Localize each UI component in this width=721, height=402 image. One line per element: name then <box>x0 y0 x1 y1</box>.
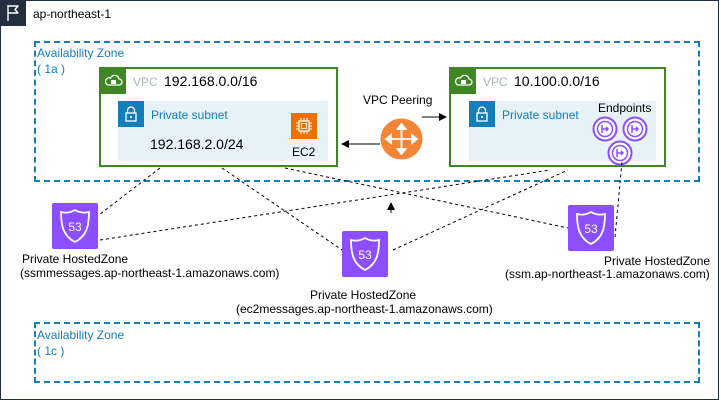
vpc-left-cidr: 192.168.0.0/16 <box>164 73 258 89</box>
zone-ec2messages-domain: (ec2messages.ap-northeast-1.amazonaws.co… <box>236 302 493 316</box>
zone-ssmmessages-domain: (ssmmessages.ap-northeast-1.amazonaws.co… <box>20 266 280 280</box>
vpc-right-label: VPC <box>483 75 508 89</box>
vpc-cloud-icon <box>450 68 476 94</box>
endpoints-label: Endpoints <box>598 101 652 115</box>
zone-ssmmessages-icon-text: 53 <box>68 220 82 234</box>
vpc-right-cidr: 10.100.0.0/16 <box>514 73 600 89</box>
az-1c-name: Availability Zone <box>37 328 125 342</box>
route53-hosted-zone-icon: 53 <box>342 231 388 277</box>
route53-hosted-zone-icon: 53 <box>568 205 614 251</box>
lock-icon <box>118 101 144 127</box>
az-1c-id: ( 1c ) <box>37 344 65 358</box>
az-1a-id: ( 1a ) <box>37 62 66 76</box>
assoc-line <box>392 169 569 251</box>
vpc-peering-icon <box>380 118 423 160</box>
assoc-line <box>614 161 623 238</box>
route53-hosted-zone-icon: 53 <box>52 203 98 249</box>
zone-ec2messages-title: Private HostedZone <box>310 288 417 302</box>
availability-zone-1a <box>34 41 700 182</box>
private-subnet-right-title: Private subnet <box>502 108 579 122</box>
endpoint-icon <box>592 116 618 142</box>
vpc-peering-label: VPC Peering <box>363 93 433 107</box>
zone-ssm-icon-text: 53 <box>584 222 598 236</box>
availability-zone-1c <box>34 322 700 383</box>
assoc-line <box>284 167 569 229</box>
private-subnet-left-cidr: 192.168.2.0/24 <box>150 136 244 152</box>
az-1a-name: Availability Zone <box>37 46 125 60</box>
endpoint-icon <box>607 140 633 166</box>
zone-ssmmessages-title: Private HostedZone <box>22 252 129 266</box>
assoc-line <box>221 167 343 251</box>
private-subnet-left-title: Private subnet <box>151 108 228 122</box>
lock-icon <box>469 101 495 127</box>
endpoint-icon <box>622 116 648 142</box>
ec2-icon <box>291 113 317 139</box>
assoc-line <box>94 167 161 219</box>
vpc-left-label: VPC <box>133 75 158 89</box>
ec2-label: EC2 <box>292 145 316 159</box>
flag-icon <box>0 0 26 26</box>
vpc-cloud-icon <box>100 68 126 94</box>
assoc-line <box>99 169 551 241</box>
zone-ssm-domain: (ssm.ap-northeast-1.amazonaws.com) <box>505 267 710 281</box>
region-title: ap-northeast-1 <box>33 7 112 21</box>
zone-ssm-title: Private HostedZone <box>604 254 711 268</box>
zone-ec2messages-icon-text: 53 <box>358 248 372 262</box>
